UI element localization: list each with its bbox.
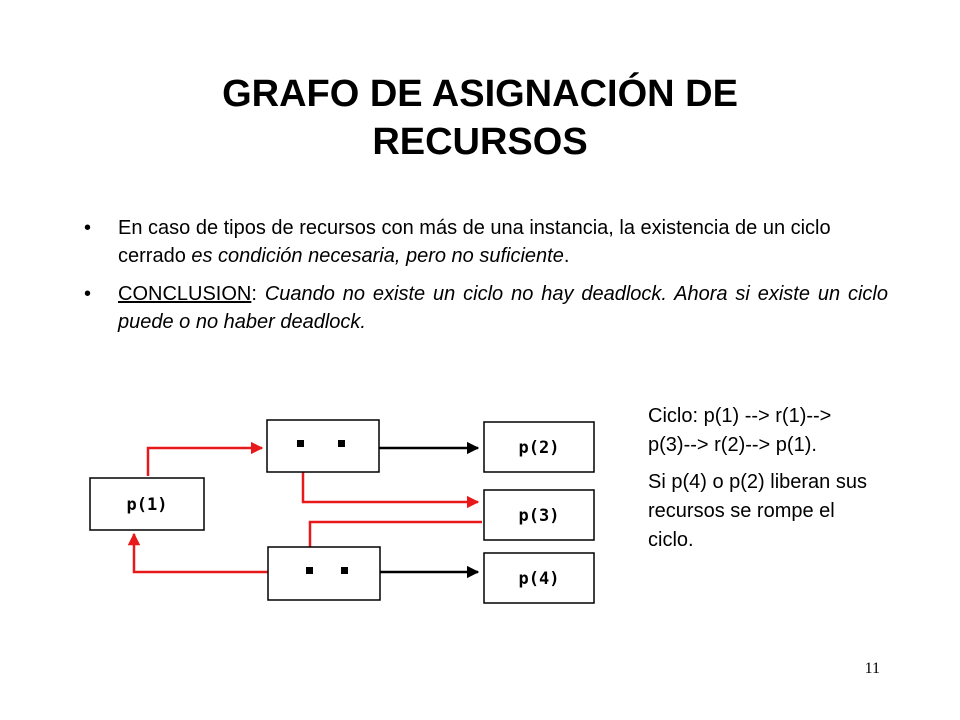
resource-node-r2 xyxy=(267,546,381,601)
bullet1-text-end: . xyxy=(563,245,570,267)
process-box xyxy=(89,477,205,531)
cycle-description: Ciclo: p(1) --> r(1)--> p(3)--> r(2)--> … xyxy=(648,405,832,456)
bullet-dot: • xyxy=(84,217,92,239)
title-line-2: RECURSOS xyxy=(372,121,588,163)
page-number: 11 xyxy=(864,660,880,677)
process-label-p3: p(3) xyxy=(519,506,560,526)
conclusion-text: Cuando no existe un ciclo no hay deadloc… xyxy=(118,283,888,333)
conclusion-colon: : xyxy=(251,283,257,305)
bullet-item-1: • En caso de tipos de recursos con más d… xyxy=(78,214,888,270)
conclusion-label: CONCLUSION xyxy=(118,283,252,305)
resource-instance-dot xyxy=(341,567,348,574)
edge-r2-assigned-p1 xyxy=(127,532,300,574)
edge-p1-requests-r1 xyxy=(146,441,264,476)
process-label-p2: p(2) xyxy=(519,438,560,458)
slide-title: GRAFO DE ASIGNACIÓN DE RECURSOS xyxy=(80,70,880,166)
cycle-break-note: Si p(4) o p(2) liberan sus recursos se r… xyxy=(648,471,867,551)
resource-instance-dot xyxy=(306,567,313,574)
process-box xyxy=(483,552,595,604)
bullet-item-2: • CONCLUSION: Cuando no existe un ciclo … xyxy=(78,280,888,336)
process-node-p4: p(4) xyxy=(483,552,595,604)
process-label-p1: p(1) xyxy=(127,495,168,515)
process-node-p1: p(1) xyxy=(89,477,205,531)
resource-instance-dot xyxy=(338,440,345,447)
bullet1-text-italic: es condición necesaria, pero no suficien… xyxy=(191,245,564,267)
process-label-p4: p(4) xyxy=(519,569,560,589)
resource-box xyxy=(266,419,380,473)
process-node-p2: p(2) xyxy=(483,421,595,473)
title-line-1: GRAFO DE ASIGNACIÓN DE xyxy=(222,73,738,115)
resource-instance-dot xyxy=(297,440,304,447)
resource-box xyxy=(267,546,381,601)
side-notes: Ciclo: p(1) --> r(1)--> p(3)--> r(2)--> … xyxy=(648,402,868,563)
bullet-dot: • xyxy=(84,283,92,305)
process-box xyxy=(483,489,595,541)
process-box xyxy=(483,421,595,473)
bullet-list: • En caso de tipos de recursos con más d… xyxy=(78,214,888,346)
process-node-p3: p(3) xyxy=(483,489,595,541)
resource-node-r1 xyxy=(266,419,380,473)
bullet1-text-a: En caso de tipos de recursos con más de … xyxy=(118,217,831,267)
